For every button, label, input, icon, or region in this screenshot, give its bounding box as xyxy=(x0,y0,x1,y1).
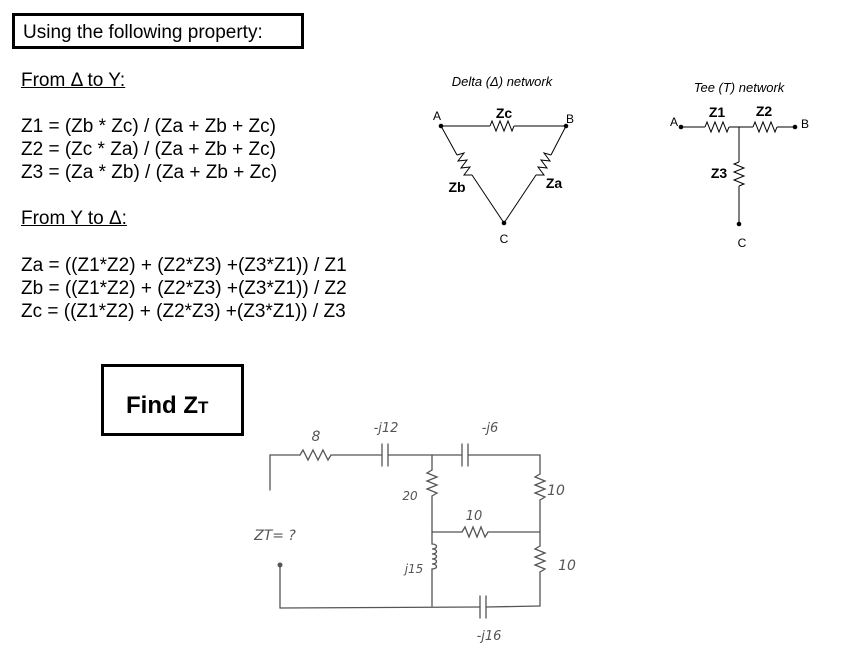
formula-za: Za = ((Z1*Z2) + (Z2*Z3) +(Z3*Z1)) / Z1 xyxy=(21,255,347,276)
delta-label-zb: Zb xyxy=(448,179,465,195)
circuit-wire-bottom-b xyxy=(485,605,541,608)
tee-network-diagram: Tee (T) network A B C Z1 Z2 Z3 xyxy=(670,80,809,250)
delta-label-a: A xyxy=(433,109,441,123)
resistor-8 xyxy=(299,448,332,462)
zb-resistor xyxy=(456,152,472,176)
find-zt-box: Find ZT xyxy=(101,364,244,436)
label-c-j12: -j12 xyxy=(374,421,399,436)
delta-label-zc: Zc xyxy=(496,105,513,121)
tee-node-c xyxy=(736,221,742,227)
formula-zc: Zc = ((Z1*Z2) + (Z2*Z3) +(Z3*Z1)) / Z3 xyxy=(21,301,346,322)
circuit-wire-bottom-a xyxy=(279,606,481,609)
delta-network-diagram: Delta (Δ) network A B C Zc Zb Za xyxy=(433,74,574,246)
tee-label-b: B xyxy=(801,117,809,131)
tee-label-z2: Z2 xyxy=(756,103,773,119)
tee-label-z1: Z1 xyxy=(709,104,726,120)
title-text: Using the following property: xyxy=(23,22,263,43)
delta-wire-left-upper xyxy=(440,125,458,156)
y-to-delta-heading: From Y to Δ: xyxy=(21,208,127,229)
label-r10-mid: 10 xyxy=(466,509,483,524)
delta-node-b xyxy=(563,123,569,129)
resistor-20 xyxy=(425,469,439,497)
label-r8: 8 xyxy=(312,429,321,445)
za-resistor xyxy=(536,152,552,176)
tee-network-title: Tee (T) network xyxy=(694,80,786,95)
find-zt-label: Find Z xyxy=(126,392,198,419)
delta-label-c: C xyxy=(500,232,509,246)
inductor-j15 xyxy=(431,543,438,570)
label-r10-right-bottom: 10 xyxy=(558,558,576,574)
z2-resistor xyxy=(752,120,778,134)
delta-label-b: B xyxy=(566,112,574,126)
formula-z3: Z3 = (Za * Zb) / (Za + Zb + Zc) xyxy=(21,162,278,183)
label-r20: 20 xyxy=(402,489,418,503)
label-l-j15: j15 xyxy=(403,562,424,576)
delta-label-za: Za xyxy=(546,175,563,191)
tee-label-z3: Z3 xyxy=(711,165,728,181)
delta-network-title: Delta (Δ) network xyxy=(452,74,554,89)
delta-node-a xyxy=(438,123,444,129)
delta-wire-left-lower xyxy=(471,174,505,224)
delta-wire-right-upper xyxy=(550,125,567,156)
tee-node-b xyxy=(792,124,798,130)
z3-resistor xyxy=(732,161,746,187)
tee-label-c: C xyxy=(738,236,747,250)
input-terminal-node xyxy=(277,562,283,568)
resistor-10-right-top xyxy=(533,473,547,501)
label-zt: ZT= ? xyxy=(253,528,296,544)
circuit-diagram: 8 -j12 -j6 20 10 10 10 j15 -j16 ZT= ? xyxy=(253,421,576,644)
delta-wire-right-lower xyxy=(503,174,537,224)
label-r10-right-top: 10 xyxy=(547,483,565,499)
tee-label-a: A xyxy=(670,115,678,129)
resistor-10-right-bottom xyxy=(533,545,547,573)
delta-to-y-heading: From Δ to Y: xyxy=(21,70,126,91)
resistor-10-mid xyxy=(461,525,489,539)
find-zt-subscript: T xyxy=(197,398,209,417)
formula-z2: Z2 = (Zc * Za) / (Za + Zb + Zc) xyxy=(21,139,276,160)
title-box: Using the following property: xyxy=(12,13,304,49)
formula-z1: Z1 = (Zb * Zc) / (Za + Zb + Zc) xyxy=(21,116,276,137)
z1-resistor xyxy=(704,120,730,134)
formula-zb: Zb = ((Z1*Z2) + (Z2*Z3) +(Z3*Z1)) / Z2 xyxy=(21,278,347,299)
zc-resistor xyxy=(489,119,515,133)
label-c-j6: -j6 xyxy=(482,421,499,436)
label-c-j16: -j16 xyxy=(477,629,502,644)
tee-node-a xyxy=(678,124,684,130)
delta-node-c xyxy=(501,220,507,226)
